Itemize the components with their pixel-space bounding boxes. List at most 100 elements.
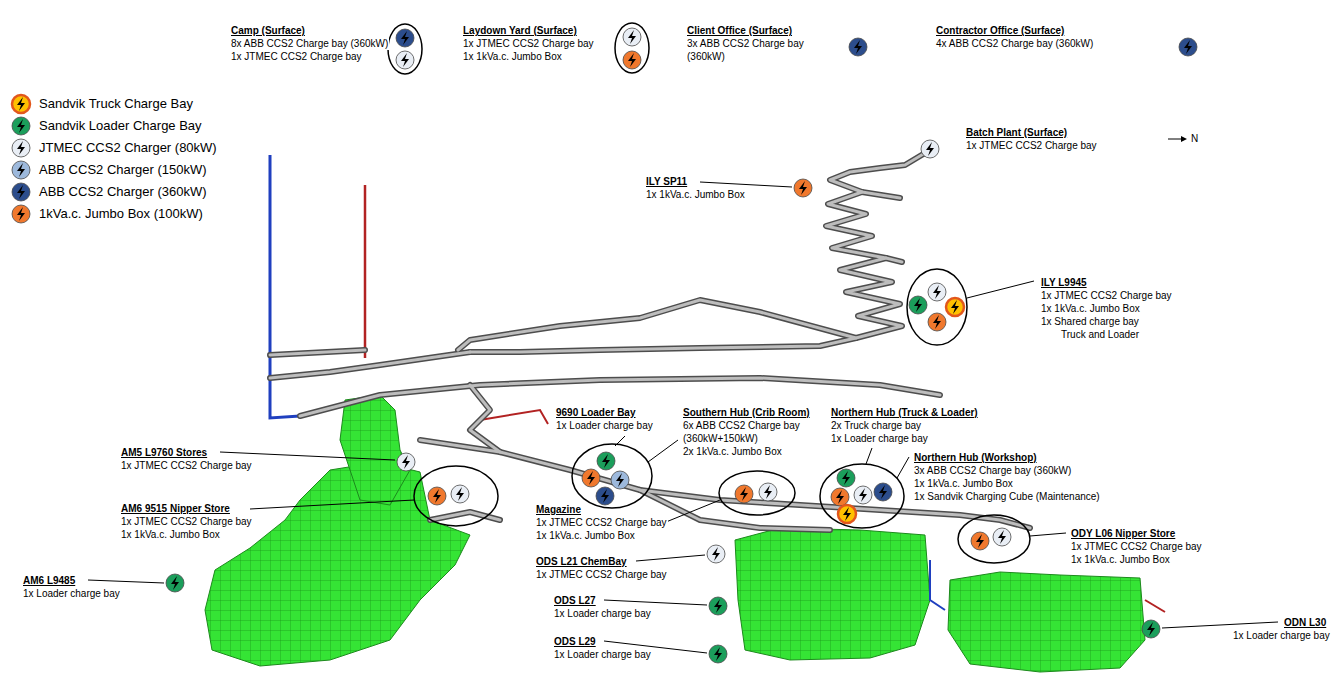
lightning-bolt xyxy=(401,53,409,67)
label-slot: 2x 1kVa.c. Jumbo Box xyxy=(682,445,783,458)
lightning-bolt xyxy=(740,487,748,501)
location-heading: Client Office (Surface) xyxy=(686,24,793,37)
location-heading: Contractor Office (Surface) xyxy=(935,24,1065,37)
tunnel-outline xyxy=(470,385,500,452)
charger-note: 1x Loader charge bay xyxy=(22,587,121,600)
location-heading: ODS L21 ChemBay xyxy=(535,555,628,568)
lightning-bolt xyxy=(402,455,410,469)
tunnel-drive xyxy=(458,300,856,350)
charger-note: 1x JTMEC CCS2 Charge bay xyxy=(965,139,1098,152)
charger-disc xyxy=(166,574,184,592)
charger-disc xyxy=(428,487,446,505)
charger-icon xyxy=(1179,38,1197,56)
charger-icon xyxy=(735,485,753,503)
label-slot: 1x 1kVa.c. Jumbo Box xyxy=(120,528,221,541)
charger-disc xyxy=(596,487,614,505)
legend-row: 1kVa.c. Jumbo Box (100kW) xyxy=(10,204,204,224)
label-slot: Batch Plant (Surface) xyxy=(965,126,1068,139)
label-slot: 1x 1kVa.c. Jumbo Box xyxy=(1070,553,1171,566)
charger-icon xyxy=(582,469,600,487)
charger-icon xyxy=(794,179,812,197)
charger-disc xyxy=(946,298,964,316)
charger-note: 1x JTMEC CCS2 Charge bay xyxy=(462,37,595,50)
charger-icon xyxy=(993,528,1011,546)
charger-icon xyxy=(709,645,727,663)
charger-disc xyxy=(451,485,469,503)
charger-icon xyxy=(928,313,946,331)
location-heading: Northern Hub (Truck & Loader) xyxy=(830,406,979,419)
label-slot: 1x JTMEC CCS2 Charge bay xyxy=(120,515,253,528)
label-slot: 1x JTMEC CCS2 Charge bay xyxy=(1040,289,1173,302)
label-slot: AM5 L9760 Stores xyxy=(120,446,208,459)
group-ellipse xyxy=(907,269,967,345)
location-heading: Laydown Yard (Surface) xyxy=(462,24,578,37)
charger-note: 1x Sandvik Charging Cube (Maintenance) xyxy=(913,490,1101,503)
charger-icon xyxy=(909,296,927,314)
charger-note: 3x ABB CCS2 Charge bay (360kW) xyxy=(913,464,1072,477)
charger-disc xyxy=(623,28,641,46)
label-slot: 1x JTMEC CCS2 Charge bay xyxy=(462,37,595,50)
lightning-bolt xyxy=(17,207,25,221)
lightning-bolt xyxy=(879,485,887,499)
group-ellipse xyxy=(719,471,795,515)
legend-swatch xyxy=(12,139,30,157)
legend-row: Sandvik Loader Charge Bay xyxy=(10,116,203,136)
label-slot: Camp (Surface) xyxy=(230,24,306,37)
lightning-bolt xyxy=(998,530,1006,544)
stope-group xyxy=(205,395,1145,672)
label-slot: 1x Loader charge bay xyxy=(553,607,652,620)
charger-disc xyxy=(396,29,414,47)
charger-icon xyxy=(451,485,469,503)
charger-icon xyxy=(596,487,614,505)
leader-line xyxy=(700,182,792,187)
legend-text: ABB CCS2 Charger (360kW) xyxy=(38,182,208,202)
label-slot: 1x JTMEC CCS2 Charge bay xyxy=(1070,540,1203,553)
charger-icon xyxy=(946,298,964,316)
legend-row: JTMEC CCS2 Charger (80kW) xyxy=(10,138,218,158)
lightning-bolt xyxy=(859,488,867,502)
label-slot: 4x ABB CCS2 Charge bay (360kW) xyxy=(935,37,1094,50)
label-slot: ODS L27 xyxy=(553,594,597,607)
charger-icon xyxy=(623,51,641,69)
charger-disc xyxy=(1179,38,1197,56)
leader-line xyxy=(604,600,707,605)
stope-block xyxy=(948,572,1145,672)
label-slot: 1x JTMEC CCS2 Charge bay xyxy=(120,459,253,472)
legend-row: ABB CCS2 Charger (150kW) xyxy=(10,160,208,180)
lightning-bolt xyxy=(456,487,464,501)
location-heading: AM5 L9760 Stores xyxy=(120,446,208,459)
label-slot: 1x JTMEC CCS2 Charge bay xyxy=(965,139,1098,152)
label-slot: 1x Loader charge bay xyxy=(22,587,121,600)
lightning-bolt xyxy=(764,485,772,499)
label-slot: 1x Loader charge bay xyxy=(1232,629,1331,642)
label-slot: Northern Hub (Workshop) xyxy=(913,451,1038,464)
lightning-bolt xyxy=(602,454,610,468)
legend-row: Sandvik Truck Charge Bay xyxy=(10,94,194,114)
charger-note: 8x ABB CCS2 Charge bay (360kW) xyxy=(230,37,389,50)
lightning-bolt xyxy=(17,185,25,199)
lightning-bolt xyxy=(17,141,25,155)
charger-icon xyxy=(597,452,615,470)
lightning-bolt xyxy=(171,576,179,590)
tunnel-drive xyxy=(470,150,930,352)
lightning-bolt xyxy=(914,298,922,312)
label-slot: 1x JTMEC CCS2 Charge bay xyxy=(230,50,363,63)
label-slot: 2x Truck charge bay xyxy=(830,419,922,432)
label-slot: 1x Loader charge bay xyxy=(553,648,652,661)
lightning-bolt xyxy=(616,473,624,487)
charger-note: 1x JTMEC CCS2 Charge bay xyxy=(1070,540,1203,553)
charger-disc xyxy=(794,179,812,197)
label-slot: Magazine xyxy=(535,503,582,516)
charger-disc xyxy=(928,283,946,301)
charger-icon xyxy=(838,505,856,523)
lightning-bolt xyxy=(976,534,984,548)
charger-icon xyxy=(397,453,415,471)
legend-swatch xyxy=(12,183,30,201)
charger-note: 1x 1kVa.c. Jumbo Box xyxy=(462,50,563,63)
leader-group xyxy=(88,182,1278,653)
legend-text: Sandvik Loader Charge Bay xyxy=(38,116,203,136)
charger-icon xyxy=(831,488,849,506)
legend-swatch-box xyxy=(10,93,32,115)
leader-line xyxy=(250,500,414,509)
leader-line xyxy=(967,281,1034,298)
